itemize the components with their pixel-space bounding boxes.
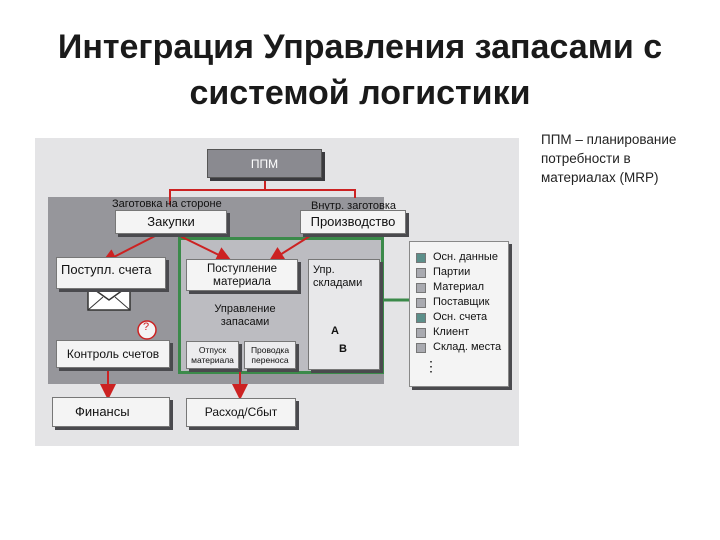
legend-item: Клиент <box>416 325 516 340</box>
goods-issue-label: Отпуск материала <box>191 345 234 365</box>
posting-box[interactable]: Проводка переноса <box>244 341 296 369</box>
procurement-to-invoice-arrow <box>100 235 156 264</box>
production-label: Производство <box>310 214 396 229</box>
ppm-connector <box>265 189 356 198</box>
warehouse-box[interactable]: Упр. складами <box>308 259 380 370</box>
production-box[interactable]: Производство <box>300 210 406 234</box>
invoice-receipt-box[interactable]: Поступл. счета <box>56 257 166 289</box>
legend-item: Партии <box>416 265 516 280</box>
goods-issue-box[interactable]: Отпуск материала <box>186 341 239 369</box>
legend-label: Поставщик <box>433 296 490 308</box>
invoice-control-label: Контроль счетов <box>66 347 160 361</box>
slide-title: Интеграция Управления запасами с системо… <box>20 24 700 116</box>
ppm-connector <box>169 178 266 205</box>
procurement-caption: Заготовка на стороне <box>112 198 222 210</box>
title-line-2: системой логистики <box>189 74 531 112</box>
invoice-control-box[interactable]: Контроль счетов <box>56 340 170 368</box>
production-caption: Внутр. заготовка <box>311 200 397 212</box>
title-line-1: Интеграция Управления запасами с <box>57 28 663 66</box>
ppm-label: ППМ <box>250 157 279 171</box>
legend-label: Осн. данные <box>433 251 498 263</box>
production-to-receipt-arrow <box>268 235 311 263</box>
legend-square-icon <box>416 268 426 278</box>
legend-label: Осн. счета <box>433 311 488 323</box>
posting-label: Проводка переноса <box>250 345 290 365</box>
sales-box[interactable]: Расход/Сбыт <box>186 398 296 427</box>
legend-label: Партии <box>433 266 471 278</box>
legend-item: Поставщик <box>416 295 516 310</box>
legend-item: Осн. счета <box>416 310 516 325</box>
warehouse-label: Упр. складами <box>313 264 363 289</box>
legend-item: Осн. данные <box>416 250 516 265</box>
procurement-to-receipt-arrow <box>179 235 233 262</box>
legend-label: Склад. места <box>433 341 502 353</box>
envelope-icon <box>87 284 131 311</box>
legend-square-icon <box>416 328 426 338</box>
question-bubble-icon <box>137 320 157 340</box>
finance-label: Финансы <box>75 404 130 419</box>
question-mark: ? <box>143 321 150 333</box>
legend-label: Клиент <box>433 326 470 338</box>
goods-receipt-label: Поступление материала <box>206 263 278 288</box>
legend-item: Склад. места <box>416 340 516 355</box>
side-note: ППМ – планирование потребности в материа… <box>541 132 677 185</box>
invoice-receipt-label: Поступл. счета <box>61 262 152 277</box>
master-data-legend: Осн. данные Партии Материал Поставщик Ос… <box>409 241 509 387</box>
procurement-box[interactable]: Закупки <box>115 210 227 234</box>
bin-a-label: A <box>331 325 339 337</box>
sales-label: Расход/Сбыт <box>204 405 278 419</box>
bin-b-label: B <box>339 343 347 355</box>
legend-square-icon <box>416 253 426 263</box>
finance-box[interactable]: Финансы <box>52 397 170 427</box>
legend-label: Материал <box>433 281 484 293</box>
ppm-box[interactable]: ППМ <box>207 149 322 178</box>
legend-more-indicator: ⋮ <box>424 358 438 374</box>
legend-square-icon <box>416 298 426 308</box>
goods-receipt-box[interactable]: Поступление материала <box>186 259 298 291</box>
procurement-label: Закупки <box>147 214 195 229</box>
legend-item: Материал <box>416 280 516 295</box>
inventory-mgmt-label: Управление запасами <box>214 303 276 328</box>
legend-square-icon <box>416 283 426 293</box>
legend-square-icon <box>416 343 426 353</box>
legend-square-icon <box>416 313 426 323</box>
